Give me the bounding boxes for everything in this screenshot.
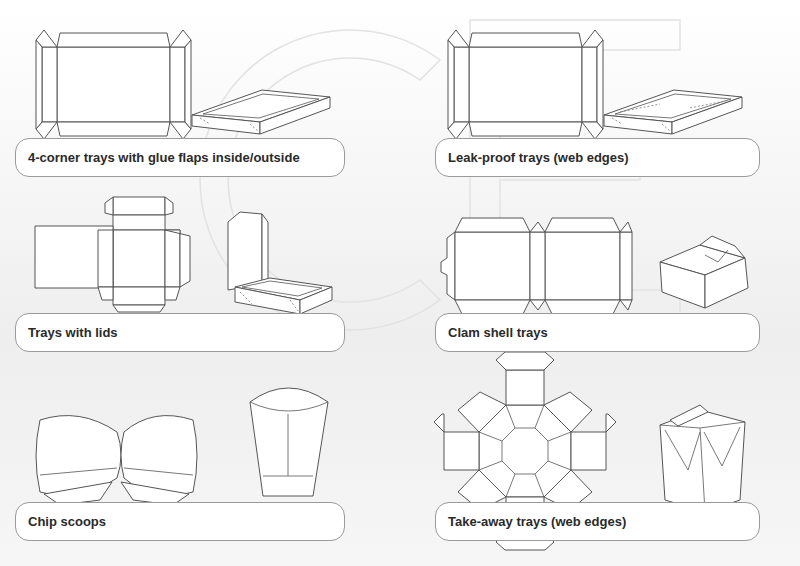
- caption-band: Take-away trays (web edges): [435, 502, 760, 541]
- caption-text: Take-away trays (web edges): [448, 514, 626, 529]
- caption-text: 4-corner trays with glue flaps inside/ou…: [28, 150, 300, 165]
- caption-band: Clam shell trays: [435, 313, 760, 352]
- caption-text: Leak-proof trays (web edges): [448, 150, 629, 165]
- caption-text: Chip scoops: [28, 514, 106, 529]
- caption-text: Trays with lids: [28, 325, 118, 340]
- caption-band: Chip scoops: [15, 502, 345, 541]
- caption-band: 4-corner trays with glue flaps inside/ou…: [15, 138, 345, 177]
- caption-band: Leak-proof trays (web edges): [435, 138, 760, 177]
- caption-band: Trays with lids: [15, 313, 345, 352]
- caption-text: Clam shell trays: [448, 325, 548, 340]
